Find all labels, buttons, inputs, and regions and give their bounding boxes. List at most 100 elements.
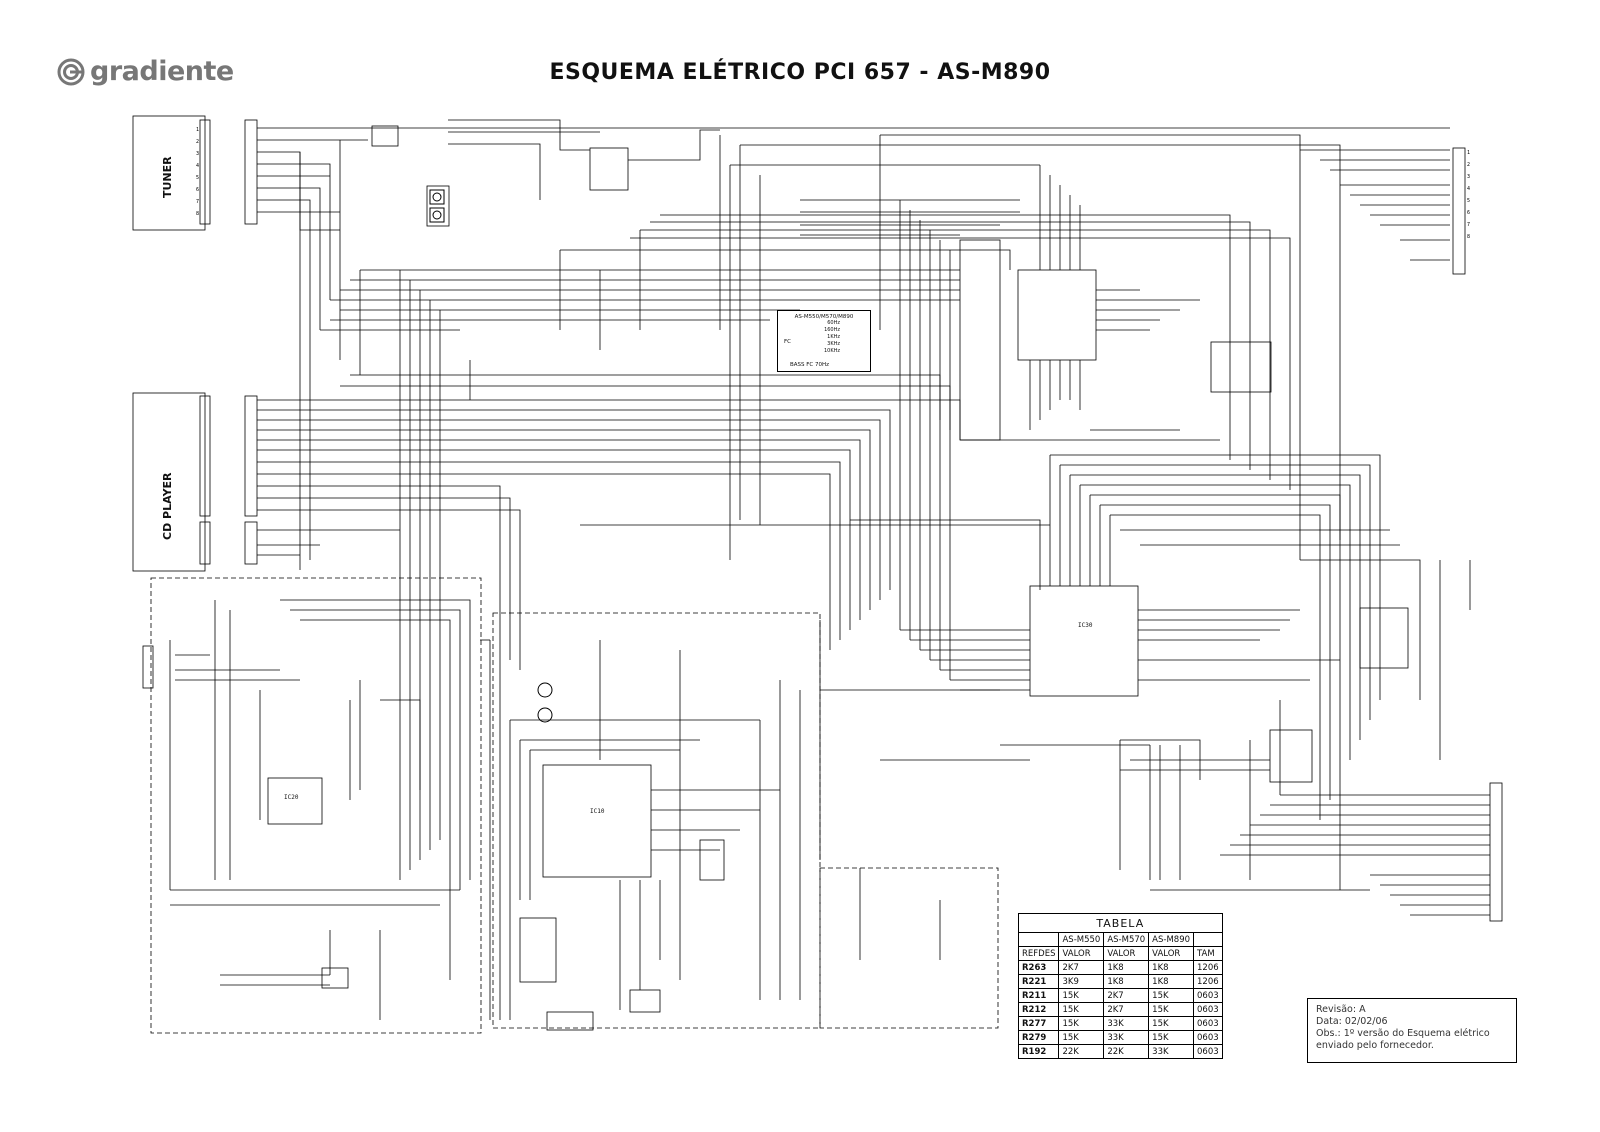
svg-text:3: 3 — [1467, 174, 1470, 180]
table-cell: 1K8 — [1148, 974, 1195, 989]
model-header: AS-M550 — [1058, 932, 1105, 947]
ic20-label: IC20 — [284, 794, 299, 801]
table-cell: R211 — [1017, 988, 1060, 1003]
fc-row: 160Hz — [824, 327, 840, 333]
fc-row: 10KHz — [823, 348, 840, 354]
dashed-board-left — [150, 577, 482, 1034]
dashed-board-small — [819, 867, 999, 1029]
table-spacer — [1193, 932, 1223, 947]
fc-row: 3KHz — [827, 341, 840, 347]
table-row: R277 15K 33K 15K 0603 — [1017, 1016, 1223, 1031]
revision-note-cont: enviado pelo fornecedor. — [1316, 1040, 1434, 1051]
bass-fc-note: BASS FC 70Hz — [790, 362, 830, 368]
table-cell: 33K — [1103, 1030, 1150, 1045]
gradiente-logo-icon — [57, 58, 85, 85]
column-header: VALOR — [1148, 946, 1195, 961]
table-cell: 15K — [1058, 1030, 1105, 1045]
fc-label: FC — [784, 339, 792, 345]
ic30 — [1029, 585, 1139, 697]
table-cell: 15K — [1148, 1002, 1195, 1017]
fc-row: 60Hz — [827, 320, 840, 326]
table-cell: 15K — [1148, 1016, 1195, 1031]
svg-text:4: 4 — [1467, 186, 1470, 192]
table-row: R192 22K 22K 33K 0603 — [1017, 1044, 1223, 1059]
table-cell: 15K — [1058, 988, 1105, 1003]
ic30-label: IC30 — [1078, 622, 1093, 629]
bass-fc-box: AS-M550/M570/M890 60Hz 160Hz 1KHz 3KHz 1… — [777, 310, 871, 372]
ic-dsp — [1017, 269, 1097, 361]
table-row: R212 15K 2K7 15K 0603 — [1017, 1002, 1223, 1017]
table-cell: 1K8 — [1148, 960, 1195, 975]
brand-name: gradiente — [90, 56, 234, 87]
svg-text:2: 2 — [196, 139, 199, 145]
cd-player-module — [132, 392, 206, 572]
column-header: REFDES — [1017, 946, 1060, 961]
table-cell: 33K — [1148, 1044, 1195, 1059]
table-cell: 1206 — [1193, 960, 1223, 975]
svg-text:5: 5 — [196, 175, 199, 181]
column-header: TAM — [1193, 946, 1223, 961]
table-spacer — [1017, 932, 1060, 947]
svg-text:4: 4 — [196, 163, 199, 169]
svg-text:6: 6 — [1467, 210, 1470, 216]
table-row: R211 15K 2K7 15K 0603 — [1017, 988, 1223, 1003]
table-cell: R279 — [1017, 1030, 1060, 1045]
table-row: R263 2K7 1K8 1K8 1206 — [1017, 960, 1223, 975]
table-cell: 22K — [1103, 1044, 1150, 1059]
table-cell: 0603 — [1193, 1044, 1223, 1059]
model-header: AS-M890 — [1148, 932, 1195, 947]
table-cell: 0603 — [1193, 988, 1223, 1003]
svg-text:8: 8 — [196, 211, 199, 217]
table-cell: 0603 — [1193, 1030, 1223, 1045]
table-cell: 1206 — [1193, 974, 1223, 989]
component-table: TABELA AS-M550 AS-M570 AS-M890 REFDES VA… — [1017, 913, 1223, 1059]
svg-text:2: 2 — [1467, 162, 1470, 168]
cd-player-label: CD PLAYER — [161, 472, 174, 540]
gradiente-logo: gradiente — [56, 56, 234, 87]
table-cell: 0603 — [1193, 1016, 1223, 1031]
ic10-label: IC10 — [590, 808, 605, 815]
table-title: TABELA — [1018, 913, 1223, 933]
column-header: VALOR — [1103, 946, 1150, 961]
table-cell: R263 — [1017, 960, 1060, 975]
revision-box: Revisão: A Data: 02/02/06 Obs.: 1º versã… — [1307, 998, 1517, 1063]
svg-text:1: 1 — [1467, 150, 1470, 156]
svg-text:7: 7 — [1467, 222, 1470, 228]
ic10 — [542, 764, 652, 878]
revision-date: Data: 02/02/06 — [1316, 1016, 1388, 1027]
table-cell: 2K7 — [1058, 960, 1105, 975]
table-cell: 15K — [1058, 1002, 1105, 1017]
table-cell: 2K7 — [1103, 1002, 1150, 1017]
table-cell: R212 — [1017, 1002, 1060, 1017]
table-cell: 15K — [1148, 1030, 1195, 1045]
svg-text:3: 3 — [196, 151, 199, 157]
table-row: R221 3K9 1K8 1K8 1206 — [1017, 974, 1223, 989]
svg-text:1: 1 — [196, 127, 199, 133]
table-cell: 2K7 — [1103, 988, 1150, 1003]
table-cell: 1K8 — [1103, 960, 1150, 975]
table-cell: R192 — [1017, 1044, 1060, 1059]
svg-text:7: 7 — [196, 199, 199, 205]
column-header: VALOR — [1058, 946, 1105, 961]
table-row: R279 15K 33K 15K 0603 — [1017, 1030, 1223, 1045]
svg-text:5: 5 — [1467, 198, 1470, 204]
table-cell: 3K9 — [1058, 974, 1105, 989]
svg-text:6: 6 — [196, 187, 199, 193]
table-cell: R221 — [1017, 974, 1060, 989]
revision-note: Obs.: 1º versão do Esquema elétrico — [1316, 1028, 1490, 1039]
svg-text:8: 8 — [1467, 234, 1470, 240]
table-cell: 15K — [1148, 988, 1195, 1003]
table-cell: 1K8 — [1103, 974, 1150, 989]
fc-heading: AS-M550/M570/M890 — [794, 314, 854, 320]
page-title: ESQUEMA ELÉTRICO PCI 657 - AS-M890 — [549, 60, 1051, 85]
tuner-module — [132, 115, 206, 231]
fc-row: 1KHz — [827, 334, 840, 340]
table-cell: 33K — [1103, 1016, 1150, 1031]
table-cell: 0603 — [1193, 1002, 1223, 1017]
model-header: AS-M570 — [1103, 932, 1150, 947]
revision-line: Revisão: A — [1316, 1004, 1366, 1015]
dashed-board-mid — [492, 612, 821, 1029]
tuner-label: TUNER — [161, 156, 174, 198]
table-cell: 22K — [1058, 1044, 1105, 1059]
